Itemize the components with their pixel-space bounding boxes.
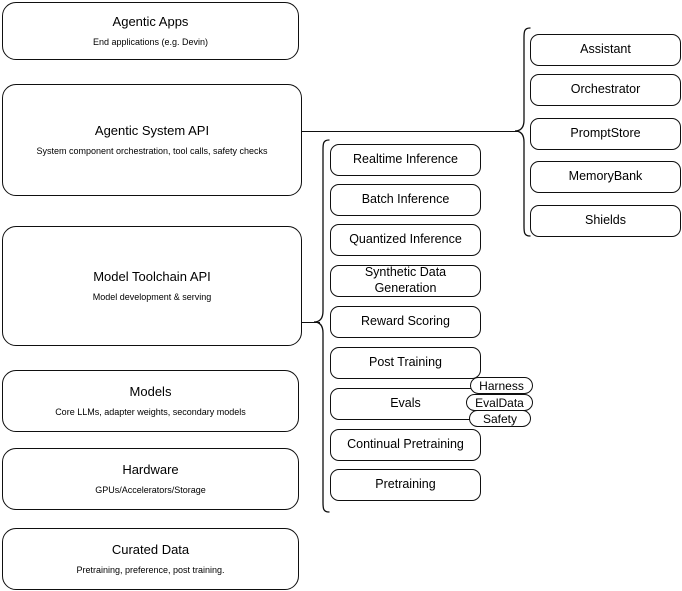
item-label: Batch Inference — [361, 192, 450, 207]
badge-label: EvalData — [475, 395, 524, 410]
layer-title: Hardware — [122, 462, 179, 478]
brace-system-components — [512, 24, 534, 244]
connector-toolchain-api-line — [302, 322, 320, 323]
layer-title: Models — [129, 384, 172, 400]
item-label: Quantized Inference — [349, 232, 462, 247]
toolchain-item-reward-scoring[interactable]: Reward Scoring — [330, 306, 481, 338]
system-item-assistant[interactable]: Assistant — [530, 34, 681, 66]
badge-label: Safety — [482, 411, 518, 426]
item-label: Shields — [585, 213, 626, 228]
layer-title: Curated Data — [111, 542, 190, 558]
toolchain-item-pretraining[interactable]: Pretraining — [330, 469, 481, 501]
system-item-memorybank[interactable]: MemoryBank — [530, 161, 681, 193]
item-label: Realtime Inference — [353, 152, 458, 167]
brace-toolchain-capabilities — [312, 136, 334, 520]
toolchain-item-synthetic-data-generation[interactable]: Synthetic Data Generation — [330, 265, 481, 297]
layer-model-toolchain-api[interactable]: Model Toolchain API Model development & … — [2, 226, 302, 346]
item-label: Assistant — [580, 42, 631, 57]
item-label: MemoryBank — [568, 169, 643, 184]
connector-system-api-line — [302, 131, 519, 132]
layer-subtitle: System component orchestration, tool cal… — [36, 145, 268, 156]
item-label: PromptStore — [570, 126, 641, 141]
toolchain-item-batch-inference[interactable]: Batch Inference — [330, 184, 481, 216]
layer-subtitle: End applications (e.g. Devin) — [92, 36, 209, 47]
evals-badge-evaldata[interactable]: EvalData — [466, 394, 533, 411]
item-label: Evals — [390, 396, 421, 411]
item-label: Orchestrator — [570, 82, 641, 97]
layer-title: Agentic Apps — [112, 14, 189, 30]
layer-hardware[interactable]: Hardware GPUs/Accelerators/Storage — [2, 448, 299, 510]
evals-badge-harness[interactable]: Harness — [470, 377, 533, 394]
layer-subtitle: Pretraining, preference, post training. — [76, 564, 225, 575]
layer-subtitle: GPUs/Accelerators/Storage — [95, 484, 206, 495]
layer-subtitle: Model development & serving — [92, 291, 212, 302]
toolchain-item-evals[interactable]: Evals — [330, 388, 481, 420]
layer-models[interactable]: Models Core LLMs, adapter weights, secon… — [2, 370, 299, 432]
system-item-promptstore[interactable]: PromptStore — [530, 118, 681, 150]
layer-subtitle: Core LLMs, adapter weights, secondary mo… — [55, 406, 246, 417]
layer-agentic-apps[interactable]: Agentic Apps End applications (e.g. Devi… — [2, 2, 299, 60]
layer-title: Model Toolchain API — [93, 269, 211, 285]
toolchain-item-quantized-inference[interactable]: Quantized Inference — [330, 224, 481, 256]
item-label: Continual Pretraining — [347, 437, 464, 452]
toolchain-item-post-training[interactable]: Post Training — [330, 347, 481, 379]
system-item-shields[interactable]: Shields — [530, 205, 681, 237]
system-item-orchestrator[interactable]: Orchestrator — [530, 74, 681, 106]
item-label: Pretraining — [375, 477, 436, 492]
layer-agentic-system-api[interactable]: Agentic System API System component orch… — [2, 84, 302, 196]
item-label: Synthetic Data Generation — [364, 265, 447, 295]
toolchain-item-realtime-inference[interactable]: Realtime Inference — [330, 144, 481, 176]
badge-label: Harness — [479, 378, 524, 393]
layer-title: Agentic System API — [94, 123, 210, 139]
layer-curated-data[interactable]: Curated Data Pretraining, preference, po… — [2, 528, 299, 590]
toolchain-item-continual-pretraining[interactable]: Continual Pretraining — [330, 429, 481, 461]
item-label: Post Training — [369, 355, 442, 370]
item-label: Reward Scoring — [361, 314, 450, 329]
evals-badge-safety[interactable]: Safety — [469, 410, 531, 427]
